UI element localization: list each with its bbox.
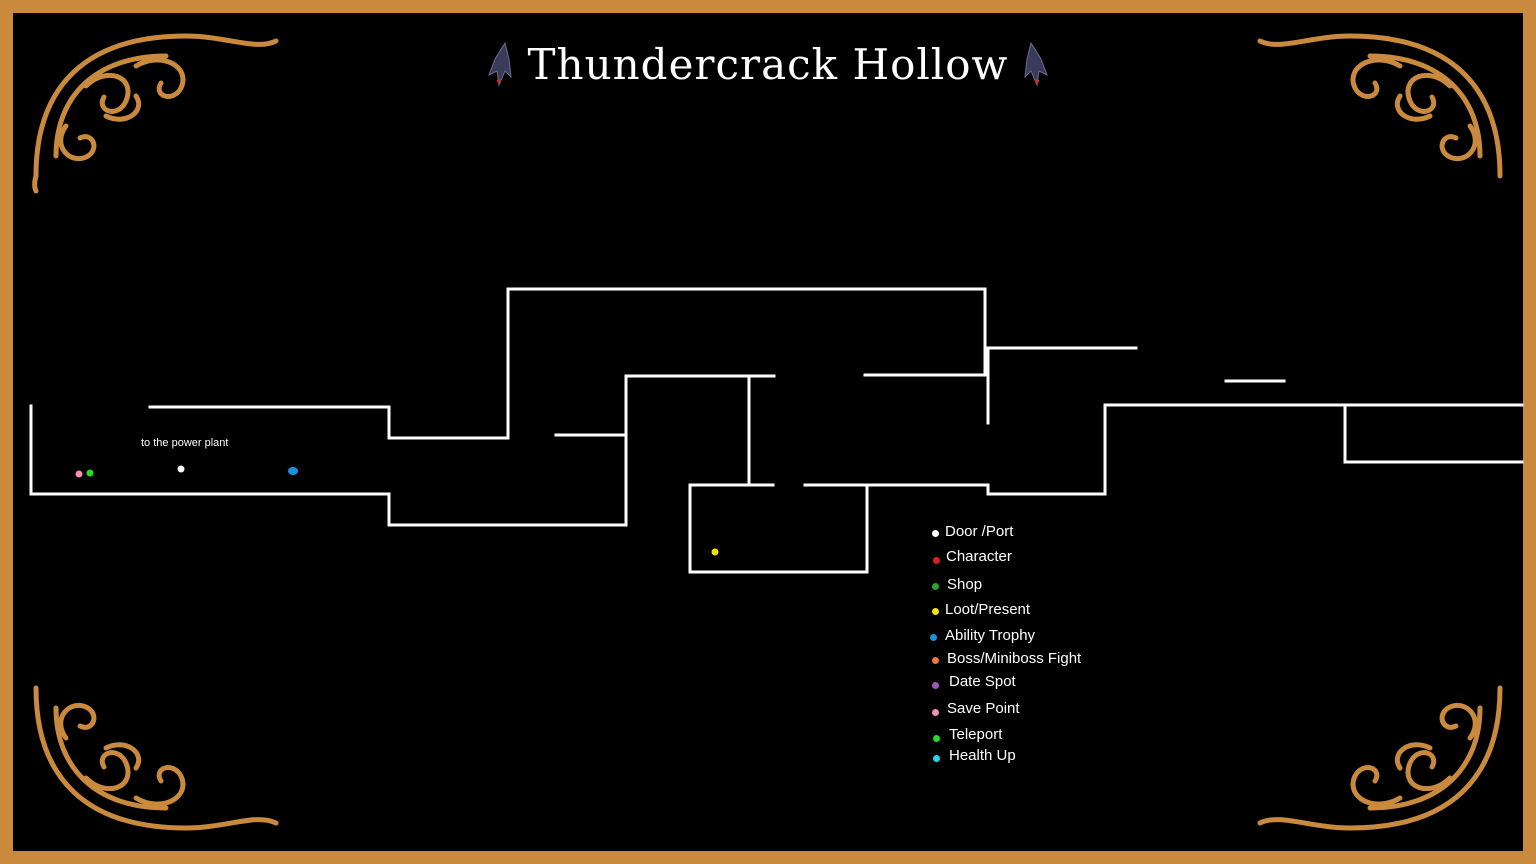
map-wall (148, 287, 987, 440)
map-wall (1343, 403, 1524, 464)
health-up-dot-icon (933, 755, 940, 762)
map-title: Thundercrack Hollow (527, 40, 1009, 89)
map-wall (688, 483, 869, 574)
legend-label: Save Point (947, 700, 1020, 717)
legend-label: Shop (947, 576, 983, 593)
legend-label: Boss/Miniboss Fight (947, 650, 1082, 667)
legend-label: Teleport (949, 726, 1003, 743)
date-spot-dot-icon (932, 682, 939, 689)
map-note-power-plant: to the power plant (141, 437, 229, 449)
bat-icon (1024, 41, 1048, 87)
door-port-dot-icon (932, 530, 939, 537)
map-wall (865, 403, 1524, 496)
legend-label: Health Up (949, 747, 1016, 764)
boss-dot-icon (932, 657, 939, 664)
save-point-marker[interactable] (75, 470, 83, 478)
corner-ornament-bottom-right (1257, 685, 1503, 831)
corner-ornament-top-left (32, 33, 279, 194)
shop-dot-icon (932, 583, 939, 590)
map-wall (29, 374, 776, 527)
teleport-marker[interactable] (86, 469, 94, 477)
ability-trophy-marker[interactable] (288, 467, 298, 475)
door-port-marker[interactable] (177, 465, 185, 473)
legend-label: Date Spot (949, 673, 1016, 690)
loot-present-marker[interactable] (711, 548, 719, 556)
save-point-dot-icon (932, 709, 939, 716)
teleport-dot-icon (933, 735, 940, 742)
character-dot-icon (933, 557, 940, 564)
legend-label: Loot/Present (945, 601, 1031, 618)
bat-icon (488, 41, 512, 87)
ability-trophy-dot-icon (930, 634, 937, 641)
legend-label: Ability Trophy (945, 627, 1036, 644)
legend-label: Door /Port (945, 523, 1014, 540)
corner-ornament-bottom-left (33, 685, 279, 831)
legend-label: Character (946, 548, 1012, 565)
title-bar: Thundercrack Hollow (0, 40, 1536, 89)
map-wall (986, 346, 1138, 425)
corner-ornament-top-right (1257, 33, 1503, 179)
loot-present-dot-icon (932, 608, 939, 615)
